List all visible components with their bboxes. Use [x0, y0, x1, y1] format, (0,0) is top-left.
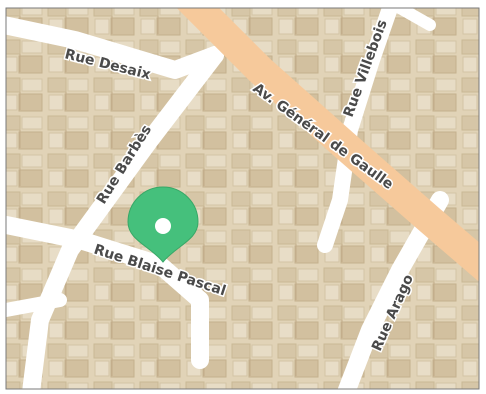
street-desaix: [6, 16, 224, 79]
street-lower: [6, 293, 67, 317]
street-top-right: [394, 8, 436, 31]
street-blaise-pascal: [6, 216, 209, 369]
street-network: [6, 8, 449, 389]
street-arago: [337, 191, 449, 389]
location-marker[interactable]: [127, 186, 199, 263]
map-frame-border: [5, 7, 480, 390]
street-barbes: [22, 46, 224, 389]
street-general-de-gaulle: [176, 8, 479, 282]
map-pin-dot: [155, 218, 171, 234]
